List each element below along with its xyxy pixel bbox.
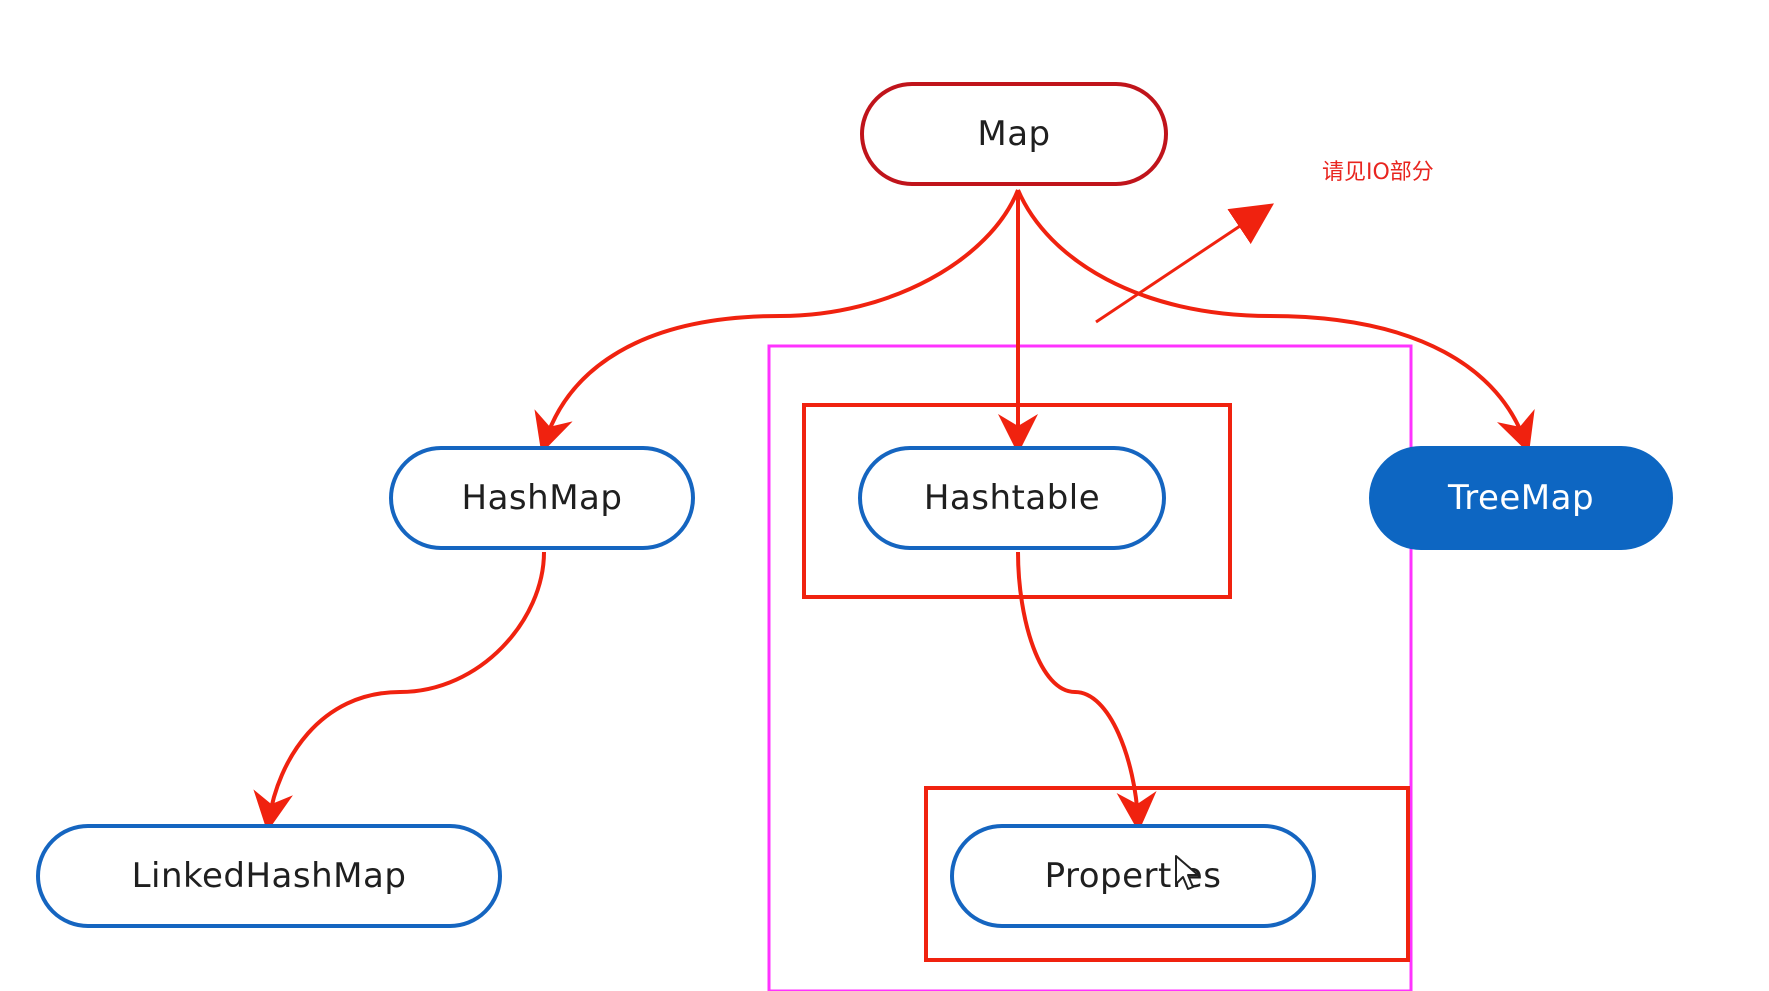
highlight-box-magenta: [767, 344, 1413, 991]
node-hashtable-label: Hashtable: [923, 478, 1101, 518]
edge-map-treemap: [1016, 189, 1535, 454]
annotation-text: 请见IO部分: [1322, 160, 1434, 185]
annotation-arrow: [1095, 203, 1274, 324]
node-map-label: Map: [977, 114, 1051, 154]
pointer-cursor-icon: [1175, 855, 1199, 890]
edge-hashtable-properties: [1016, 551, 1157, 832]
node-hashmap: HashMap: [389, 446, 695, 550]
node-map: Map: [860, 82, 1168, 186]
node-hashtable: Hashtable: [858, 446, 1166, 550]
edge-hashmap-linkedhashmap: [253, 551, 546, 832]
edge-map-hashmap: [534, 189, 1020, 454]
node-linkedhashmap-label: LinkedHashMap: [131, 856, 407, 896]
node-treemap: TreeMap: [1369, 446, 1673, 550]
node-linkedhashmap: LinkedHashMap: [36, 824, 502, 928]
highlight-box-properties: [924, 786, 1410, 962]
node-treemap-label: TreeMap: [1447, 478, 1595, 518]
node-properties: Properties: [950, 824, 1316, 928]
node-hashmap-label: HashMap: [461, 478, 623, 518]
